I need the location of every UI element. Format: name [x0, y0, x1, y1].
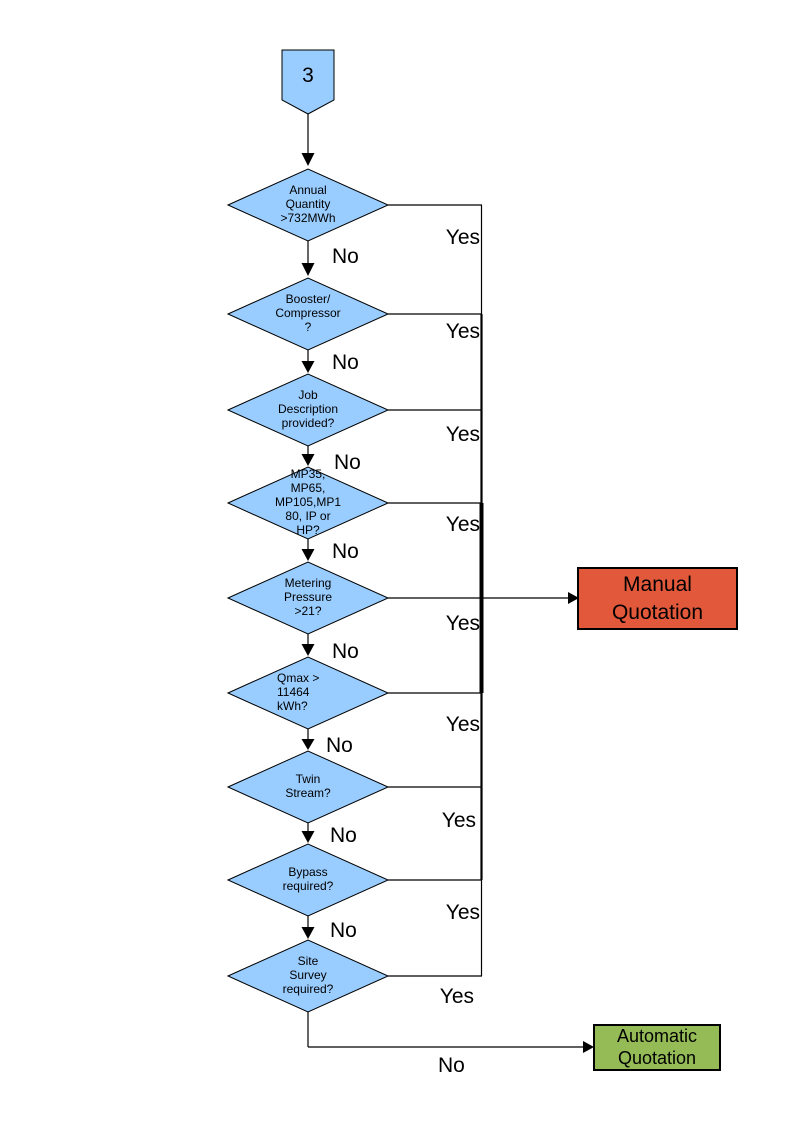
automatic-quotation-shape: [593, 1024, 721, 1071]
no-label-site-survey: No: [438, 1054, 465, 1077]
down-arrowhead: [301, 549, 315, 561]
decision-site-survey-label: Site Survey required?: [282, 954, 334, 996]
decision-qmax-shape: [226, 656, 390, 730]
decision-metering-pressure-label: Metering Pressure >21?: [283, 576, 333, 618]
yes-label-twin-stream: Yes: [441, 809, 476, 832]
yes-label-annual-quantity: Yes: [445, 226, 480, 249]
decision-pressure-tier-label: MP35, MP65, MP105,MP1 80, IP or HP?: [274, 467, 342, 537]
manual-arrowhead: [568, 592, 579, 604]
yes-label-site-survey: Yes: [439, 985, 474, 1008]
manual-quotation-label: Manual Quotation: [611, 573, 704, 624]
yes-label-job-description: Yes: [445, 423, 480, 446]
no-label-metering-pressure: No: [332, 640, 359, 663]
decision-annual-quantity-label: Annual Quantity >732MWh: [280, 183, 336, 225]
no-label-booster-compressor: No: [332, 351, 359, 374]
decision-job-description-shape: [226, 373, 390, 447]
no-label-job-description: No: [334, 451, 361, 474]
yes-label-pressure-tier: Yes: [445, 513, 480, 536]
automatic-arrowhead: [583, 1041, 594, 1053]
offpage-connector-label: 3: [302, 64, 314, 87]
decision-bypass-label: Bypass required?: [282, 865, 334, 893]
down-arrowhead: [301, 454, 315, 466]
decision-job-description-label: Job Description provided?: [277, 388, 339, 430]
decision-qmax-label: Qmax > 11464 kWh?: [277, 671, 320, 713]
decision-pressure-tier-shape: [226, 466, 390, 540]
decision-booster-compressor-shape: [226, 277, 390, 351]
decision-annual-quantity-shape: [226, 168, 390, 242]
down-arrowhead: [301, 361, 315, 373]
decision-site-survey-shape: [226, 939, 390, 1013]
automatic-quotation-label: Automatic Quotation: [616, 1025, 698, 1068]
decision-metering-pressure-shape: [226, 561, 390, 635]
yes-label-booster-compressor: Yes: [445, 320, 480, 343]
decision-bypass-shape: [226, 843, 390, 917]
yes-label-qmax: Yes: [445, 713, 480, 736]
no-label-qmax: No: [326, 734, 353, 757]
no-label-twin-stream: No: [330, 824, 357, 847]
down-arrowhead: [301, 739, 315, 750]
no-label-pressure-tier: No: [332, 540, 359, 563]
offpage-connector-shape: [281, 49, 335, 115]
no-label-annual-quantity: No: [332, 245, 359, 268]
decision-twin-stream-label: Twin Stream?: [285, 772, 331, 800]
down-arrowhead: [301, 153, 315, 166]
manual-quotation-shape: [577, 567, 738, 630]
no-label-bypass: No: [330, 919, 357, 942]
down-arrowhead: [301, 263, 315, 276]
yes-label-metering-pressure: Yes: [445, 612, 480, 635]
decision-booster-compressor-label: Booster/ Compressor ?: [275, 292, 341, 334]
yes-label-bypass: Yes: [445, 901, 480, 924]
down-arrowhead: [301, 644, 315, 656]
down-arrowhead: [301, 831, 315, 843]
down-arrowhead: [301, 927, 315, 939]
decision-twin-stream-shape: [226, 750, 390, 824]
